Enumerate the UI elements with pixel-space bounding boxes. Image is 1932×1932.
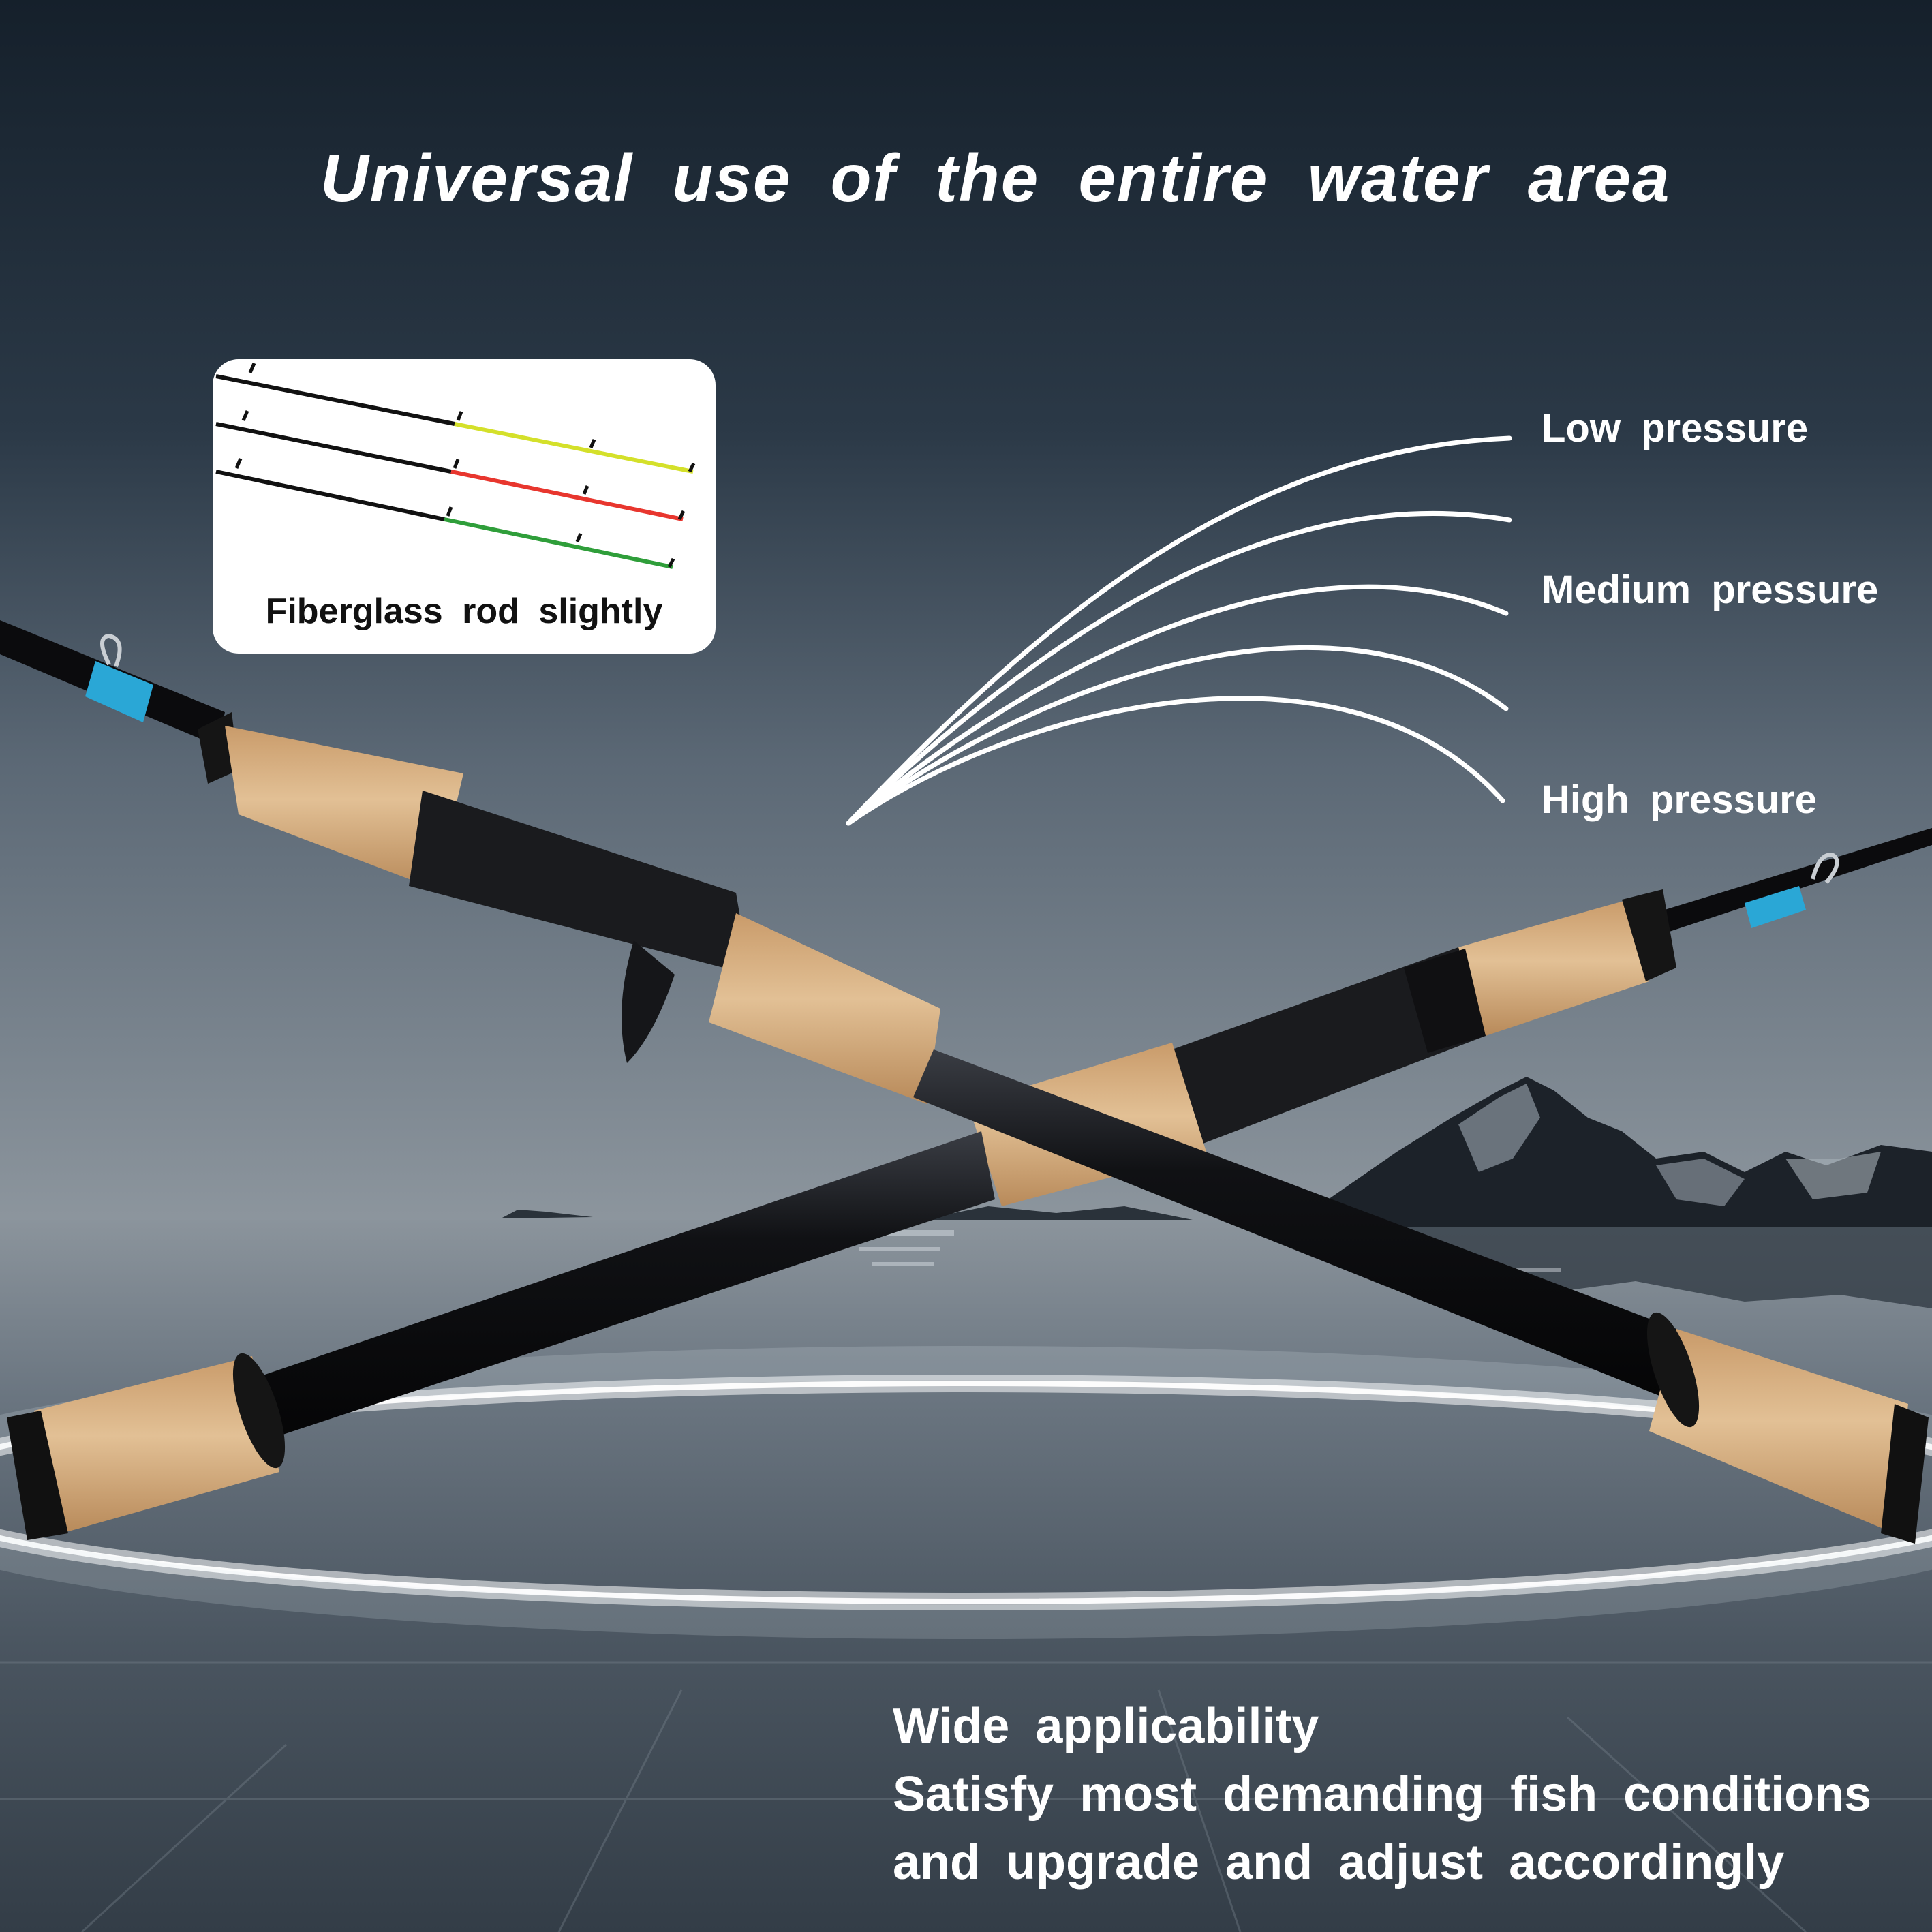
page-headline: Universal use of the entire water area xyxy=(320,140,1671,215)
reel-trigger xyxy=(622,940,675,1063)
low-pressure-label: Low pressure xyxy=(1542,406,1809,450)
rod-tip-yellow xyxy=(215,363,696,474)
feature-line-2: Satisfy most demanding fish conditions xyxy=(893,1767,1872,1822)
casting-rod xyxy=(0,620,1929,1544)
pressure-curves xyxy=(846,435,1512,826)
medium-pressure-label: Medium pressure xyxy=(1542,568,1879,612)
floor-tiles xyxy=(0,1661,1932,1932)
rod-tip-green xyxy=(215,458,675,569)
rod-tip-illustration xyxy=(215,363,696,569)
feature-line-3: and upgrade and adjust accordingly xyxy=(893,1835,1785,1890)
inset-caption: Fiberglass rod slightly xyxy=(265,592,663,631)
feature-line-1: Wide applicability xyxy=(893,1699,1319,1753)
mountain-reflection xyxy=(1308,1227,1932,1308)
rod-tip-red xyxy=(215,410,686,521)
glow-ring xyxy=(0,1346,1932,1639)
high-pressure-label: High pressure xyxy=(1542,778,1817,822)
mountain-range xyxy=(501,1077,1932,1227)
fiberglass-tip-inset: Fiberglass rod slightly xyxy=(213,359,716,654)
